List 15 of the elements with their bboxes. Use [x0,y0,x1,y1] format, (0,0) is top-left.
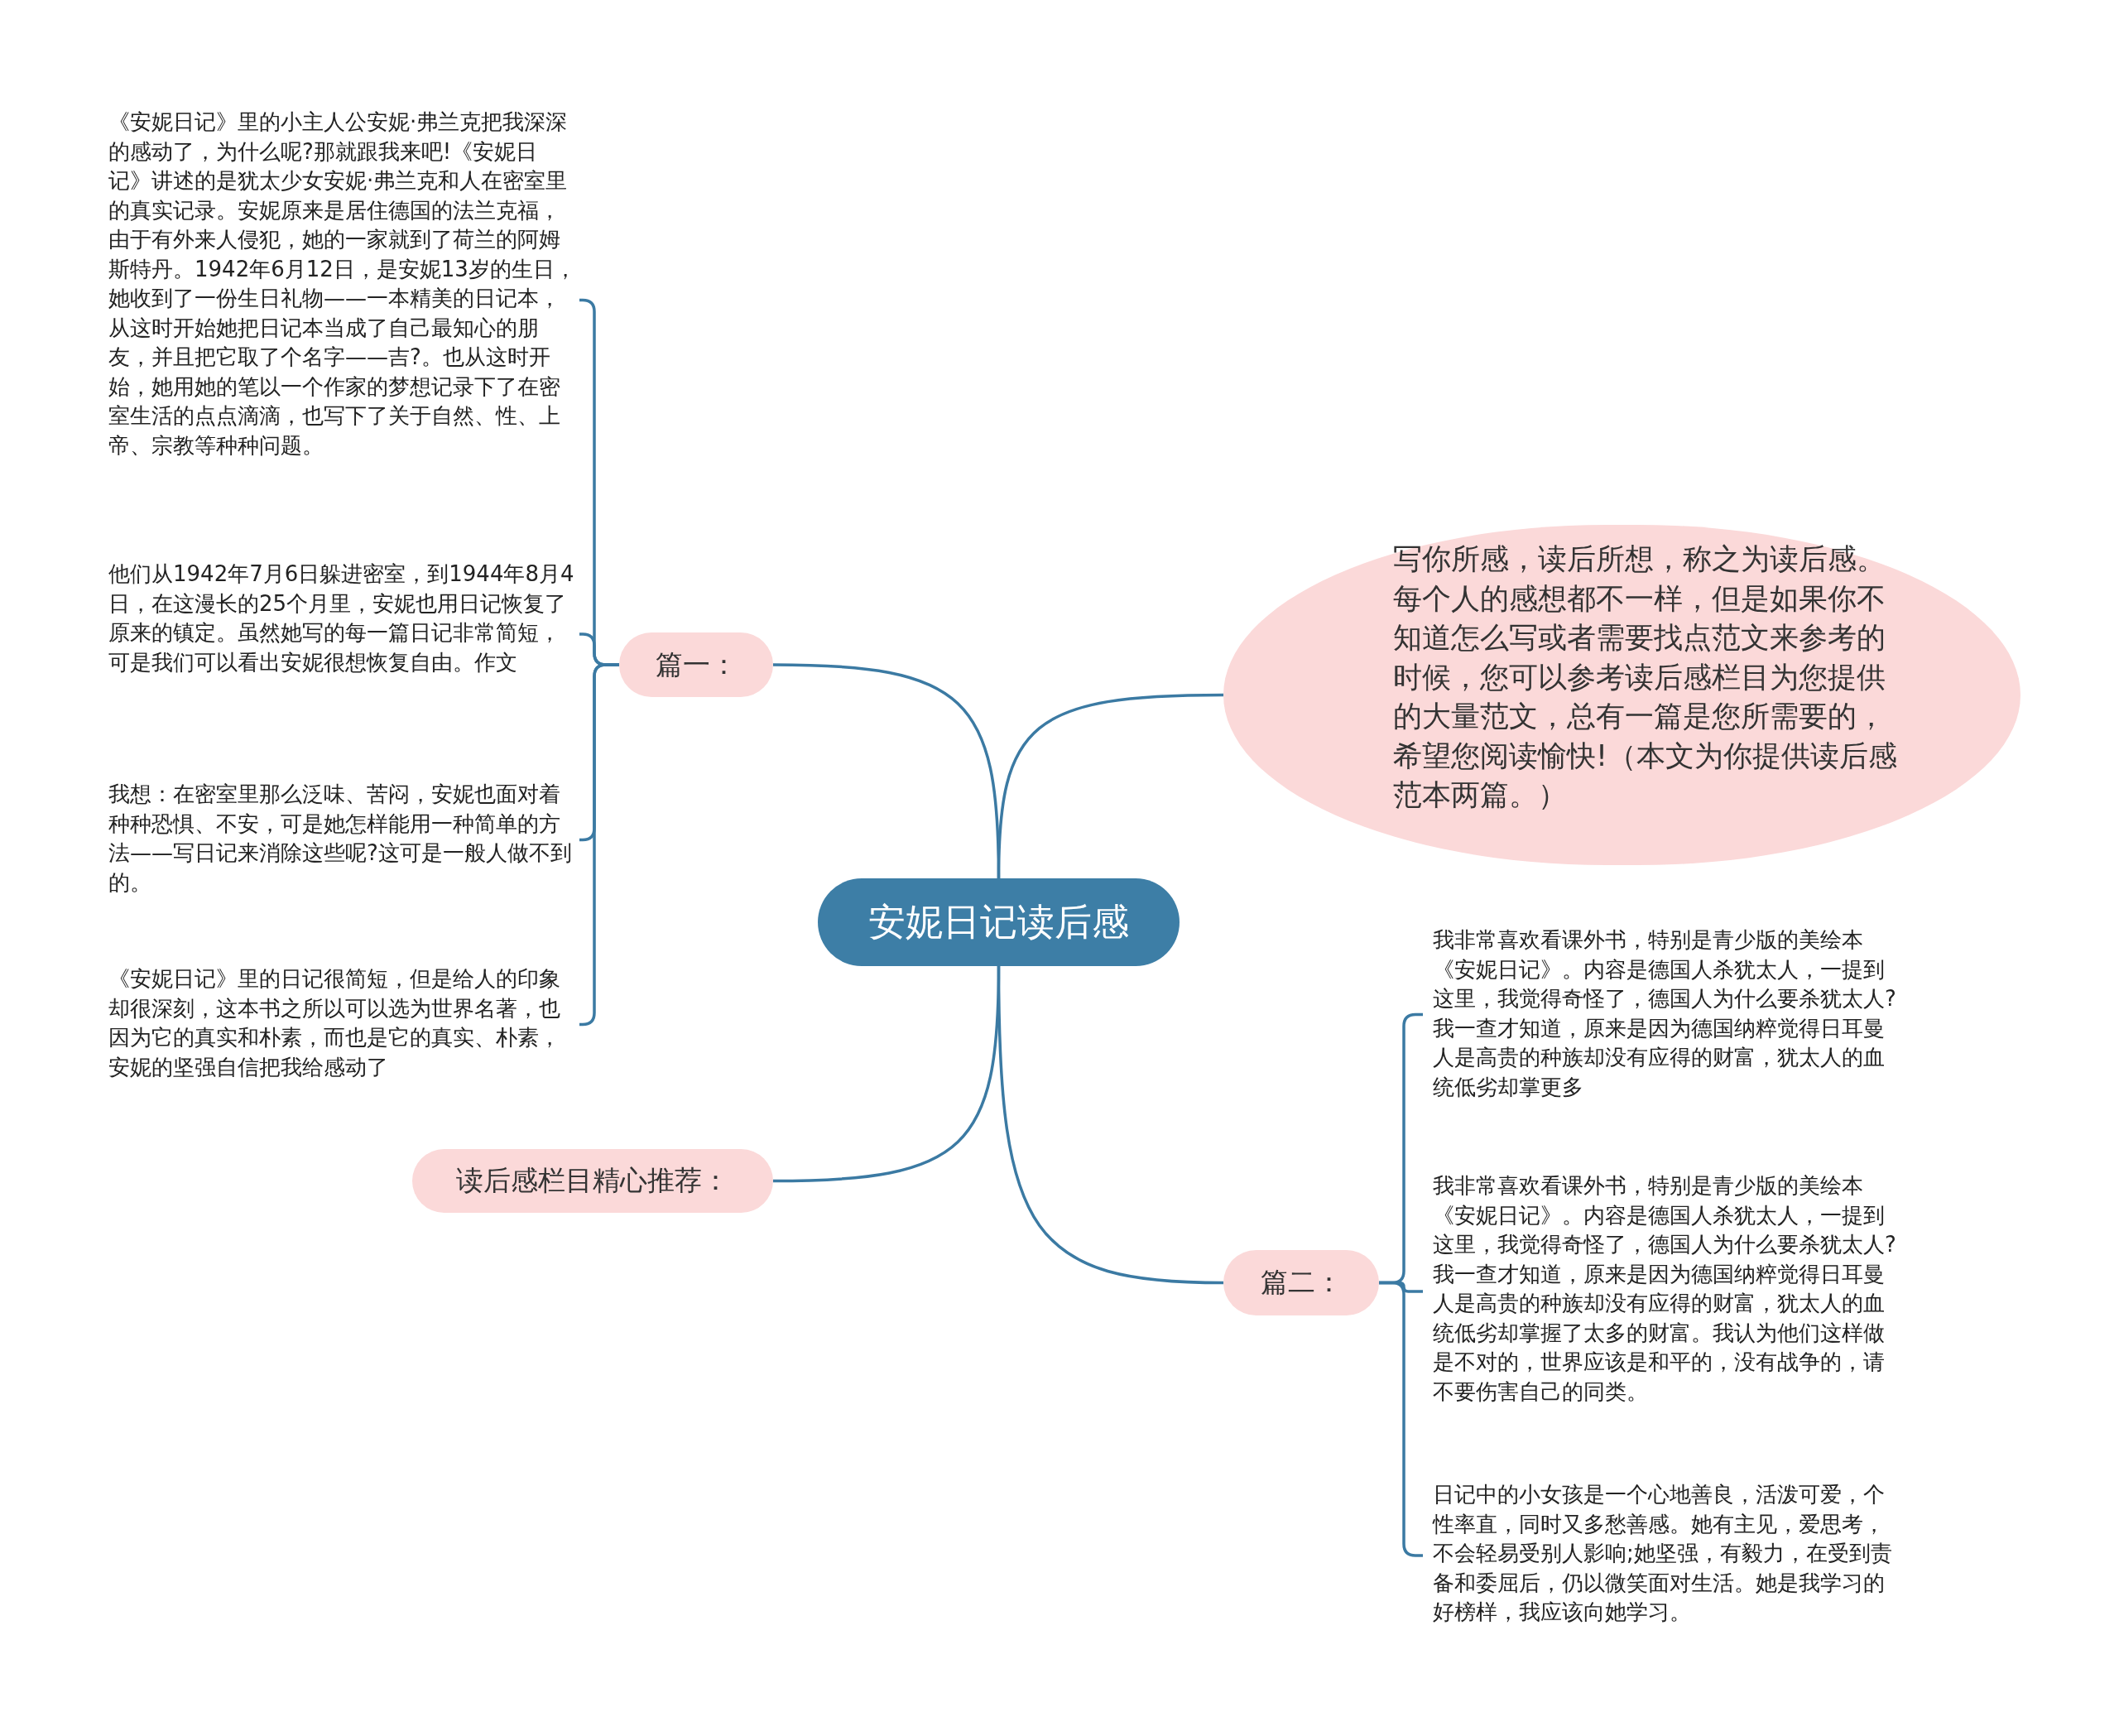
connector-line [997,693,1224,879]
note-text: 他们从1942年7月6日躲进密室，到1944年8月4日，在这漫长的25个月里，安妮也用日记恢复了原来的镇定。虽然她写的每一篇日记非常简短，可是我们可以看出安妮很想恢复自由。作文 [108,560,576,709]
branch-topic: 篇二： [1223,1250,1379,1315]
note-text: 《安妮日记》里的日记很简短，但是给人的印象却很深刻，这本书之所以可以选为世界名著，也因为它的真实和朴素，而也是它的真实、朴素，安妮的坚强自信把我给感动了 [108,964,576,1084]
note-text: 《安妮日记》里的小主人公安妮·弗兰克把我深深的感动了，为什么呢?那就跟我来吧!《安妮日记》讲述的是犹太少女安妮·弗兰克和人在密室里的真实记录。安妮原来是居住德国的法兰克福，由于有外来人侵犯，她的一家就到了荷兰的阿姆斯特丹。1942年6月12日，是安妮13岁的生日，她收到了一份生日礼物——一本精美的日记本，从这时开始她把日记本当成了自己最知心的朋友，并且把它取了个名字——吉?。也从这时开始，她用她的笔以一个作家的梦想记录下了在密室生活的点点滴滴，也写下了关于自然、性、上帝、宗教等种种问题。 [108,108,576,493]
note-text: 我非常喜欢看课外书，特别是青少版的美绘本《安妮日记》。内容是德国人杀犹太人，一提到这里，我觉得奇怪了，德国人为什么要杀犹太人?我一查才知道，原来是因为德国纳粹觉得日耳曼人是高贵的种族却没有应得的财富，犹太人的血统低劣却掌更多 [1433,926,1896,1104]
connector-line [997,965,1224,1285]
central-topic: 安妮日记读后感 [818,878,1180,966]
branch-topic: 读后感栏目精心推荐： [412,1149,773,1213]
note-text: 日记中的小女孩是一个心地善良，活泼可爱，个性率直，同时又多愁善感。她有主见，爱思考，不会轻易受别人影响;她坚强，有毅力，在受到责备和委屈后，仍以微笑面对生活。她是我学习的好榜样，我应该向她学习。 [1433,1480,1896,1631]
branch-topic: 篇一： [619,632,773,697]
note-text: 我非常喜欢看课外书，特别是青少版的美绘本《安妮日记》。内容是德国人杀犹太人，一提到这里，我觉得奇怪了，德国人为什么要杀犹太人?我一查才知道，原来是因为德国纳粹觉得日耳曼人是高贵的种族却没有应得的财富，犹太人的血统低劣却掌握了太多的财富。我认为他们这样做是不对的，世界应该是和平的，没有战争的，请不要伤害自己的同类。 [1433,1171,1896,1411]
intro-bubble: 写你所感，读后所想，称之为读后感。每个人的感想都不一样，但是如果你不知道怎么写或者需要找点范文来参考的时候，您可以参考读后感栏目为您提供的大量范文，总有一篇是您所需要的，希望您阅读愉快!（本文为你提供读后感范本两篇。） [1223,525,2020,865]
connector-line [579,663,619,1027]
note-text: 我想：在密室里那么泛味、苦闷，安妮也面对着种种恐惧、不安，可是她怎样能用一种简单的方法——写日记来消除这些呢?这可是一般人做不到的。 [108,780,576,900]
